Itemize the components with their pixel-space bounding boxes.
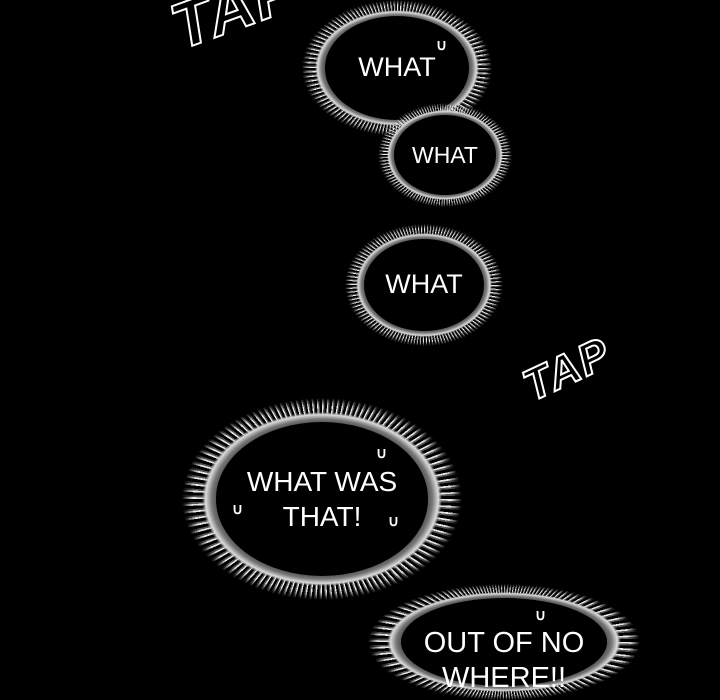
speech-bubble-3: WHAT — [345, 224, 503, 346]
bubble-text-line-1: OUT OF NO — [423, 627, 585, 659]
speech-bubble-2: WHAT — [378, 103, 512, 207]
tick-mark: ∪ — [376, 445, 387, 462]
bubble-text-line-2: THAT! — [282, 501, 362, 532]
tick-mark: ∪ — [388, 513, 399, 530]
tick-mark: ∪ — [436, 37, 447, 54]
tick-mark: ∪ — [535, 607, 546, 624]
bubble-text: WHAT — [411, 141, 478, 168]
sfx-tap-top: TAP — [161, 0, 309, 64]
speech-bubble-4: WHAT WAS THAT! — [182, 398, 462, 600]
bubble-text: WHAT — [385, 269, 463, 300]
bubble-text: WHAT — [358, 52, 436, 83]
sfx-tap-middle: TAP — [515, 327, 620, 412]
bubble-text-line-1: WHAT WAS — [246, 466, 398, 497]
tick-mark: ∪ — [232, 501, 243, 518]
bubble-text-line-2: WHERE!! — [441, 661, 567, 694]
speech-bubble-5: OUT OF NO WHERE!! — [368, 584, 640, 700]
speech-bubble-1: WHAT — [302, 0, 492, 136]
